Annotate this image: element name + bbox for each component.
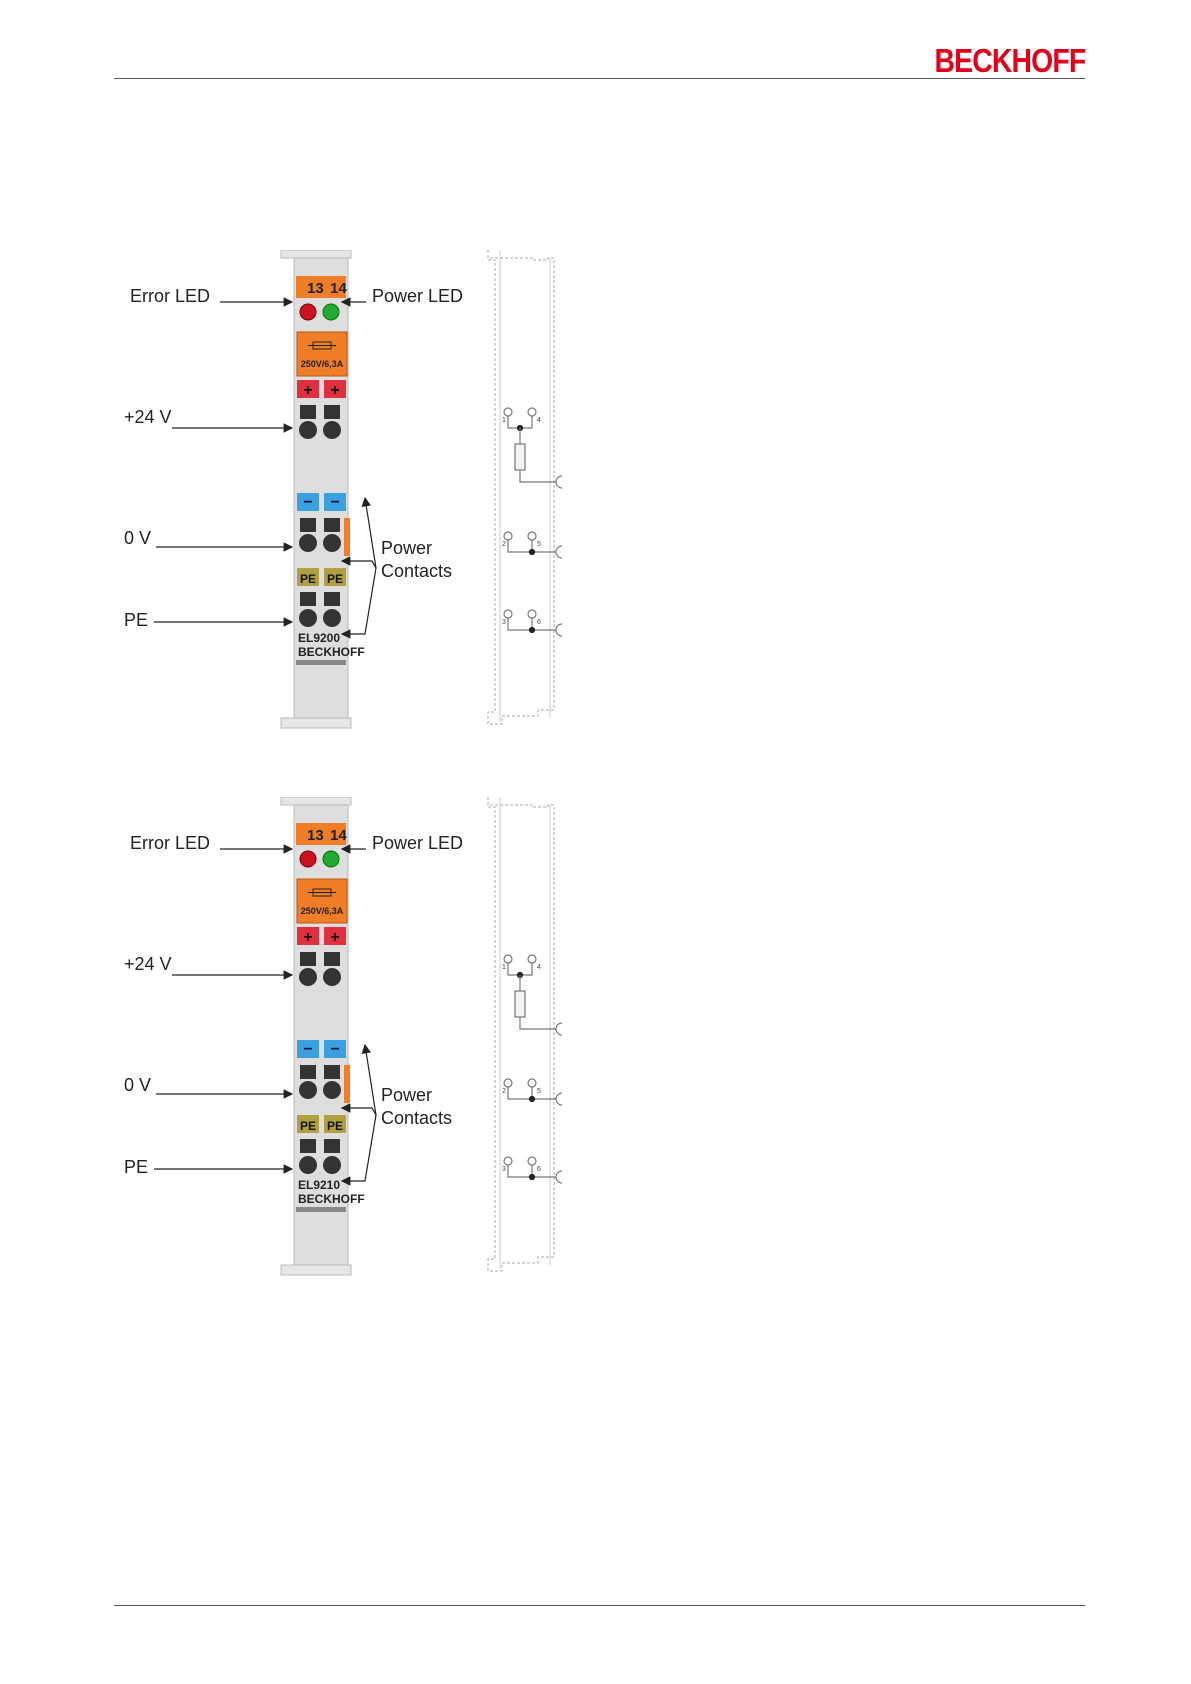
label-pe: PE: [124, 610, 148, 630]
minus-sign-2: −: [330, 494, 339, 511]
pin-3: 3: [502, 619, 506, 626]
spring-contact-2[interactable]: [299, 1081, 317, 1099]
pin-2: 2: [502, 541, 506, 548]
pin-2: 2: [502, 1088, 506, 1095]
schematic-circuit: [504, 408, 562, 636]
pin-5: 5: [537, 541, 541, 548]
label-power-led: Power LED: [372, 286, 463, 306]
spring-contact-6[interactable]: [323, 609, 341, 627]
label-plus-24v: +24 V: [124, 954, 172, 974]
pe-contact-2: PE: [327, 1119, 343, 1133]
spring-contact-4[interactable]: [323, 421, 341, 439]
spring-contact-1[interactable]: [299, 968, 317, 986]
label-plus-24v: +24 V: [124, 407, 172, 427]
figure-el9200: 13 14 250V/6,3A + + − − PE: [110, 250, 630, 730]
pin-4: 4: [537, 417, 541, 424]
pin-3: 3: [502, 1166, 506, 1173]
label-0v: 0 V: [124, 528, 151, 548]
spring-contact-1[interactable]: [299, 421, 317, 439]
label-contacts: Contacts: [381, 1108, 452, 1128]
fuse-plate: [297, 879, 347, 923]
figure-el9210: 13 14 250V/6,3A + + − − PE: [110, 797, 630, 1277]
label-error-led: Error LED: [130, 286, 210, 306]
plus-sign-1: +: [303, 929, 312, 946]
schematic-circuit: [504, 955, 562, 1183]
spring-contact-5[interactable]: [323, 1081, 341, 1099]
pin-6: 6: [537, 1166, 541, 1173]
plus-sign-1: +: [303, 382, 312, 399]
spring-contact-3[interactable]: [299, 609, 317, 627]
device-model: EL9210: [298, 1178, 340, 1192]
plus-sign-2: +: [330, 382, 339, 399]
header-rule: [114, 78, 1085, 79]
pe-contact-1: PE: [300, 572, 316, 586]
power-led-icon: [323, 304, 339, 320]
terminal-illustration: 13 14 250V/6,3A + + − − PE: [110, 250, 630, 730]
terminal-number-13: 13: [307, 280, 324, 297]
pin-1: 1: [502, 964, 506, 971]
pin-4: 4: [537, 964, 541, 971]
label-pe: PE: [124, 1157, 148, 1177]
pe-contact-1: PE: [300, 1119, 316, 1133]
brand-logo: BECKHOFF: [934, 42, 1085, 80]
terminal-number-14: 14: [330, 827, 347, 844]
error-led-icon: [300, 851, 316, 867]
device-model: EL9200: [298, 631, 340, 645]
pin-1: 1: [502, 417, 506, 424]
fuse-rating: 250V/6,3A: [301, 359, 344, 369]
label-contacts: Contacts: [381, 561, 452, 581]
device-brand: BECKHOFF: [298, 645, 365, 659]
footer-rule: [114, 1605, 1085, 1606]
fuse-plate: [297, 332, 347, 376]
spring-contact-4[interactable]: [323, 968, 341, 986]
schematic-diagram: [488, 250, 554, 724]
minus-sign-2: −: [330, 1041, 339, 1058]
minus-sign-1: −: [303, 1041, 312, 1058]
spring-contact-3[interactable]: [299, 1156, 317, 1174]
terminal-number-14: 14: [330, 280, 347, 297]
error-led-icon: [300, 304, 316, 320]
terminal-number-13: 13: [307, 827, 324, 844]
pin-5: 5: [537, 1088, 541, 1095]
pin-6: 6: [537, 619, 541, 626]
fuse-rating: 250V/6,3A: [301, 906, 344, 916]
terminal-device: 13 14 250V/6,3A + + − − PE: [281, 797, 365, 1275]
terminal-device: 13 14 250V/6,3A + + − − PE: [281, 250, 365, 728]
pe-contact-2: PE: [327, 572, 343, 586]
plus-sign-2: +: [330, 929, 339, 946]
label-error-led: Error LED: [130, 833, 210, 853]
minus-sign-1: −: [303, 494, 312, 511]
label-power-led: Power LED: [372, 833, 463, 853]
label-power: Power: [381, 1085, 432, 1105]
power-led-icon: [323, 851, 339, 867]
terminal-illustration: 13 14 250V/6,3A + + − − PE: [110, 797, 630, 1277]
schematic-diagram: [488, 797, 554, 1271]
spring-contact-2[interactable]: [299, 534, 317, 552]
device-brand: BECKHOFF: [298, 1192, 365, 1206]
spring-contact-6[interactable]: [323, 1156, 341, 1174]
label-power: Power: [381, 538, 432, 558]
label-0v: 0 V: [124, 1075, 151, 1095]
spring-contact-5[interactable]: [323, 534, 341, 552]
